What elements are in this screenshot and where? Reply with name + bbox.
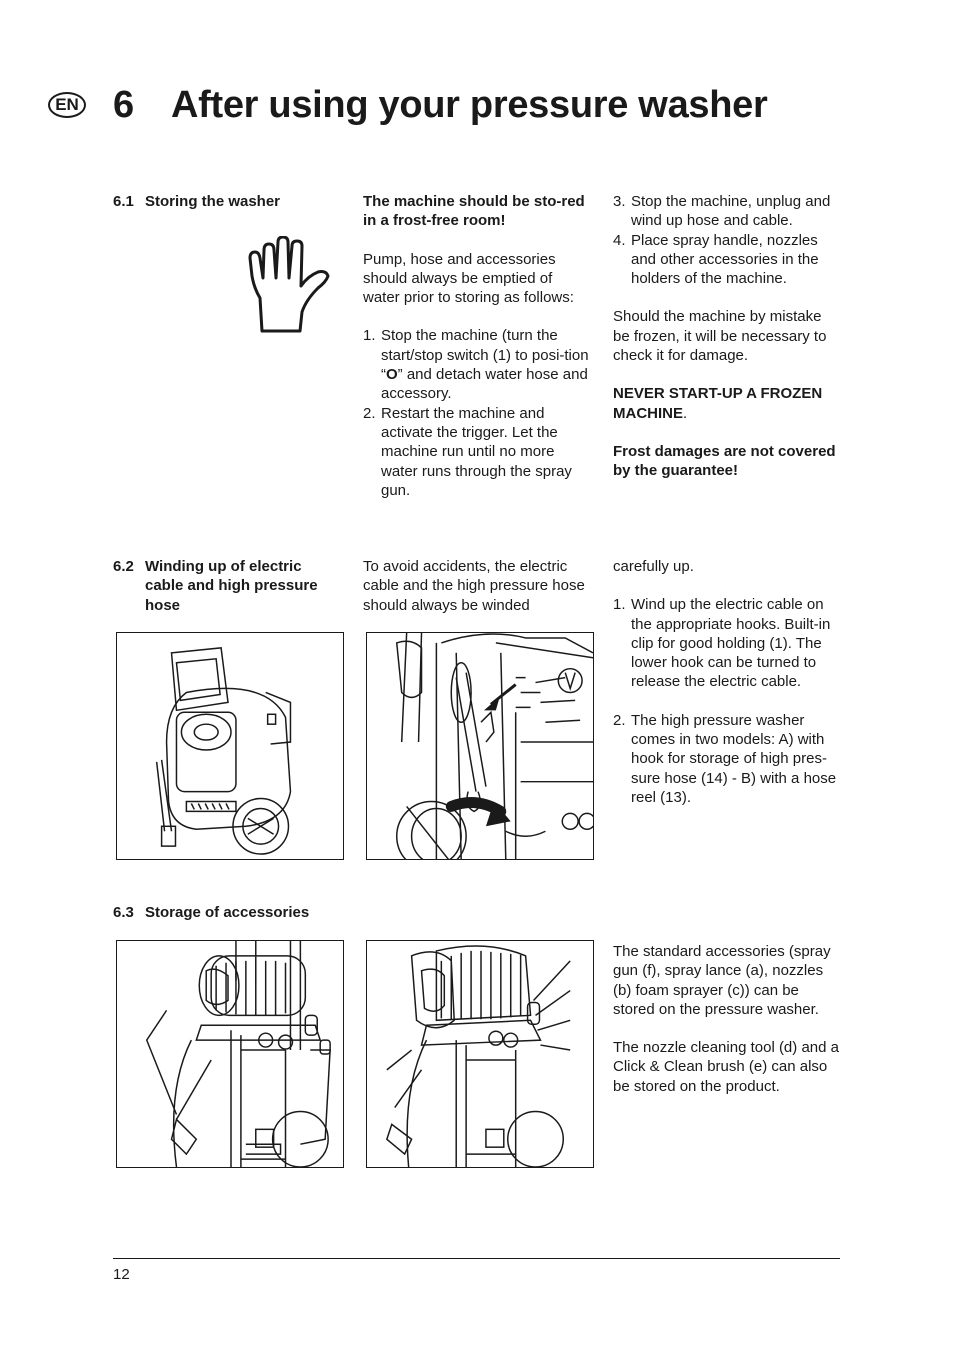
off-position-symbol: O	[386, 366, 398, 384]
chapter-title: After using your pressure washer	[171, 84, 768, 126]
accessories-paragraph-2: The nozzle cleaning tool (d) and a Click…	[613, 1039, 839, 1095]
never-start-period: .	[683, 404, 688, 422]
section-6-3-number: 6.3	[113, 904, 134, 921]
section-6-2-title: Winding up of electric cable and high pr…	[145, 558, 318, 614]
language-badge-label: EN	[55, 95, 79, 114]
step-4-number: 4.	[613, 231, 626, 249]
page-number: 12	[113, 1266, 130, 1283]
section-6-1-number: 6.1	[113, 193, 134, 210]
storing-step-4: 4. Place spray handle, nozzles and other …	[613, 231, 841, 289]
step-1-number: 1.	[363, 327, 376, 345]
step-1-text-a: Stop the machine (turn the start/stop sw…	[381, 327, 589, 384]
section-6-1-middle-column: The machine should be sto-red in a frost…	[363, 192, 591, 500]
step-3-text: Stop the machine, unplug and wind up hos…	[631, 193, 831, 230]
section-6-3-right-column: The standard accessories (spray gun (f),…	[613, 942, 841, 1096]
winding-continued: carefully up.	[613, 558, 694, 575]
winding-intro: To avoid accidents, the electric cable a…	[363, 558, 585, 614]
never-start-warning: NEVER START-UP A FROZEN MACHINE	[613, 385, 823, 422]
winding-step-2-text: The high pressure washer comes in two mo…	[631, 711, 837, 806]
storing-step-2: 2. Restart the machine and activate the t…	[363, 404, 591, 500]
frost-free-warning: The machine should be sto-red in a frost…	[363, 193, 585, 230]
guarantee-warning: Frost damages are not covered by the gua…	[613, 442, 836, 480]
section-6-2-right-column: carefully up. 1. Wind up the electric cab…	[613, 557, 841, 807]
storing-step-3: 3. Stop the machine, unplug and wind up h…	[613, 192, 841, 231]
step-2-number: 2.	[363, 404, 376, 422]
chapter-number: 6	[113, 84, 135, 126]
winding-step-1-text: Wind up the electric cable on the approp…	[631, 596, 831, 691]
step-1-text-b: ” and detach water hose and accessory.	[381, 366, 588, 403]
section-6-3-heading: 6.3 Storage of accessories	[113, 903, 309, 922]
language-badge: EN	[48, 92, 86, 118]
winding-step-1-number: 1.	[613, 596, 626, 614]
stop-hand-icon	[240, 235, 336, 334]
figure-washer-with-cable-wound	[116, 632, 344, 860]
step-2-text: Restart the machine and activate the tri…	[381, 404, 572, 499]
figure-accessories-stored-a	[116, 940, 344, 1168]
section-6-2-number: 6.2	[113, 558, 134, 575]
frozen-note: Should the machine by mistake be frozen,…	[613, 308, 827, 365]
section-6-2-heading: 6.2 Winding up of electric cable and high…	[113, 557, 343, 615]
step-3-number: 3.	[613, 193, 626, 210]
section-6-1-title: Storing the washer	[145, 193, 281, 210]
footer-rule	[113, 1258, 840, 1259]
storing-intro: Pump, hose and accessories should always…	[363, 250, 574, 307]
section-6-1-right-column: 3. Stop the machine, unplug and wind up h…	[613, 192, 841, 481]
figure-accessories-stored-b	[366, 940, 594, 1168]
accessories-paragraph-1: The standard accessories (spray gun (f),…	[613, 943, 831, 1018]
section-6-1-heading: 6.1 Storing the washer	[113, 192, 280, 211]
winding-step-2-number: 2.	[613, 711, 626, 729]
winding-step-1: 1. Wind up the electric cable on the appr…	[613, 595, 841, 691]
figure-hose-hook-detail	[366, 632, 594, 860]
section-6-3-title: Storage of accessories	[145, 904, 310, 921]
winding-step-2: 2. The high pressure washer comes in two …	[613, 711, 841, 807]
step-4-text: Place spray handle, nozzles and other ac…	[631, 231, 819, 288]
storing-step-1: 1. Stop the machine (turn the start/stop …	[363, 326, 591, 403]
